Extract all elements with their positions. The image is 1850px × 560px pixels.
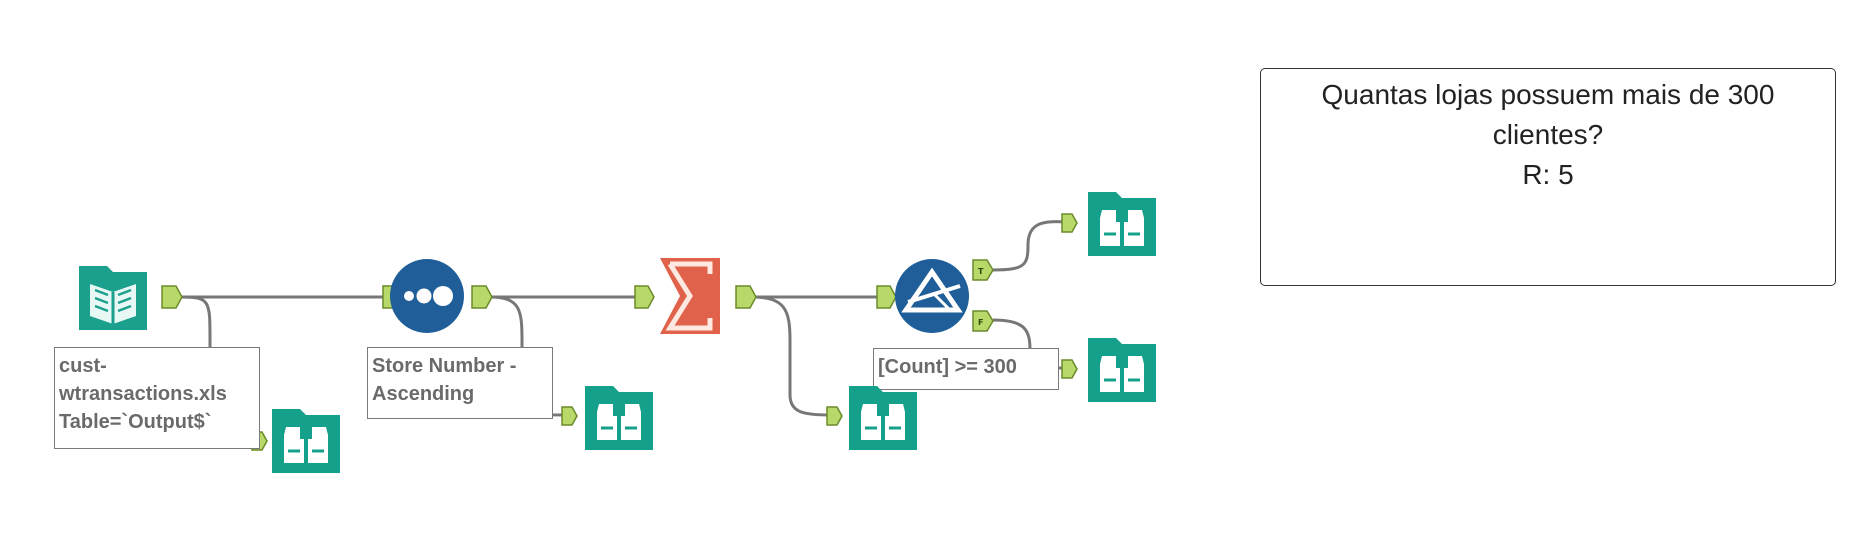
input-tool-annotation: cust- wtransactions.xls Table=`Output$` bbox=[54, 347, 260, 449]
browse-tool-input[interactable] bbox=[270, 405, 342, 475]
binoculars-icon bbox=[1088, 192, 1156, 256]
connection-filter-true-browse bbox=[992, 220, 1066, 272]
connection-summarize-browse bbox=[751, 295, 831, 417]
comment-line-2: clientes? bbox=[1492, 119, 1604, 150]
browse-tool-filter-false[interactable] bbox=[1086, 334, 1158, 404]
browse-tool-filter-true[interactable] bbox=[1086, 188, 1158, 258]
binoculars-icon bbox=[849, 386, 917, 450]
comment-line-1: Quantas lojas possuem mais de 300 bbox=[1321, 79, 1775, 110]
browse-tool-summarize[interactable] bbox=[847, 382, 919, 452]
sort-tool[interactable] bbox=[389, 258, 465, 334]
input-data-tool[interactable] bbox=[77, 262, 149, 332]
summarize-tool[interactable] bbox=[652, 258, 728, 334]
sigma-icon bbox=[660, 258, 720, 334]
filter-tool[interactable] bbox=[894, 258, 970, 334]
book-input-icon bbox=[79, 266, 147, 330]
filter-tool-annotation: [Count] >= 300 bbox=[873, 348, 1059, 390]
binoculars-icon bbox=[272, 409, 340, 473]
comment-line-3: R: 5 bbox=[1522, 159, 1574, 190]
comment-box[interactable]: Quantas lojas possuem mais de 300 client… bbox=[1260, 68, 1836, 286]
sort-tool-annotation: Store Number - Ascending bbox=[367, 347, 553, 419]
filter-true-anchor-label: T bbox=[978, 267, 984, 276]
binoculars-icon bbox=[1088, 338, 1156, 402]
binoculars-icon bbox=[585, 386, 653, 450]
filter-false-anchor-label: F bbox=[978, 318, 983, 327]
sort-dots-icon bbox=[390, 259, 464, 333]
browse-tool-sort[interactable] bbox=[583, 382, 655, 452]
filter-prism-icon bbox=[895, 259, 969, 333]
